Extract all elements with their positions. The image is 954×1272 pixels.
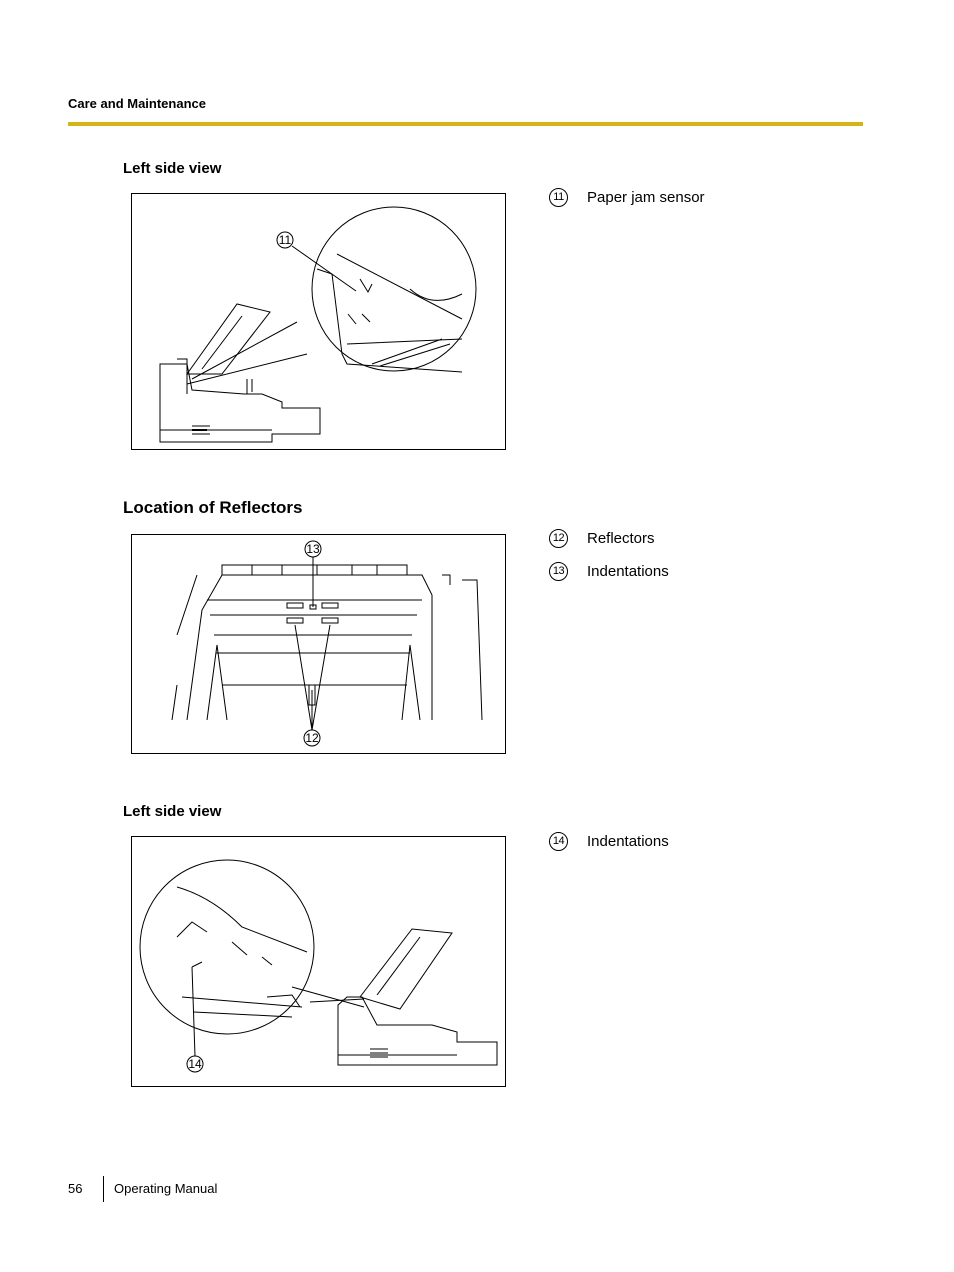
figure-callout-13: 13: [306, 542, 320, 556]
callout-number: 11: [549, 188, 568, 207]
section-heading-left-side-view: Left side view: [123, 160, 222, 177]
document-title: Operating Manual: [114, 1181, 218, 1196]
callout-label: Indentations: [587, 833, 669, 850]
figure-reflectors: 13 12: [131, 534, 506, 754]
page-number: 56: [68, 1181, 83, 1196]
figure-callout-11-circle: [276, 231, 294, 249]
figure-callout-11: 11: [279, 233, 292, 247]
running-header: Care and Maintenance: [68, 96, 206, 111]
callout-label: Reflectors: [587, 530, 655, 547]
figure-paper-jam-sensor: 11: [131, 193, 506, 450]
callout-item: 11 Paper jam sensor: [549, 188, 705, 207]
figure-indentations-left-side: 14: [131, 836, 506, 1087]
callout-number: 13: [549, 562, 568, 581]
section-heading-left-side-view-2: Left side view: [123, 803, 222, 820]
header-rule: [68, 122, 863, 126]
callout-item: 12 Reflectors: [549, 529, 655, 548]
callout-label: Indentations: [587, 563, 669, 580]
section-heading-location-of-reflectors: Location of Reflectors: [123, 498, 303, 517]
callout-item: 13 Indentations: [549, 562, 669, 581]
figure-callout-12: 12: [305, 731, 319, 745]
footer-divider: [103, 1176, 104, 1202]
callout-number: 12: [549, 529, 568, 548]
figure-callout-14: 14: [188, 1057, 202, 1071]
callout-label: Paper jam sensor: [587, 189, 705, 206]
callout-item: 14 Indentations: [549, 832, 669, 851]
callout-number: 14: [549, 832, 568, 851]
